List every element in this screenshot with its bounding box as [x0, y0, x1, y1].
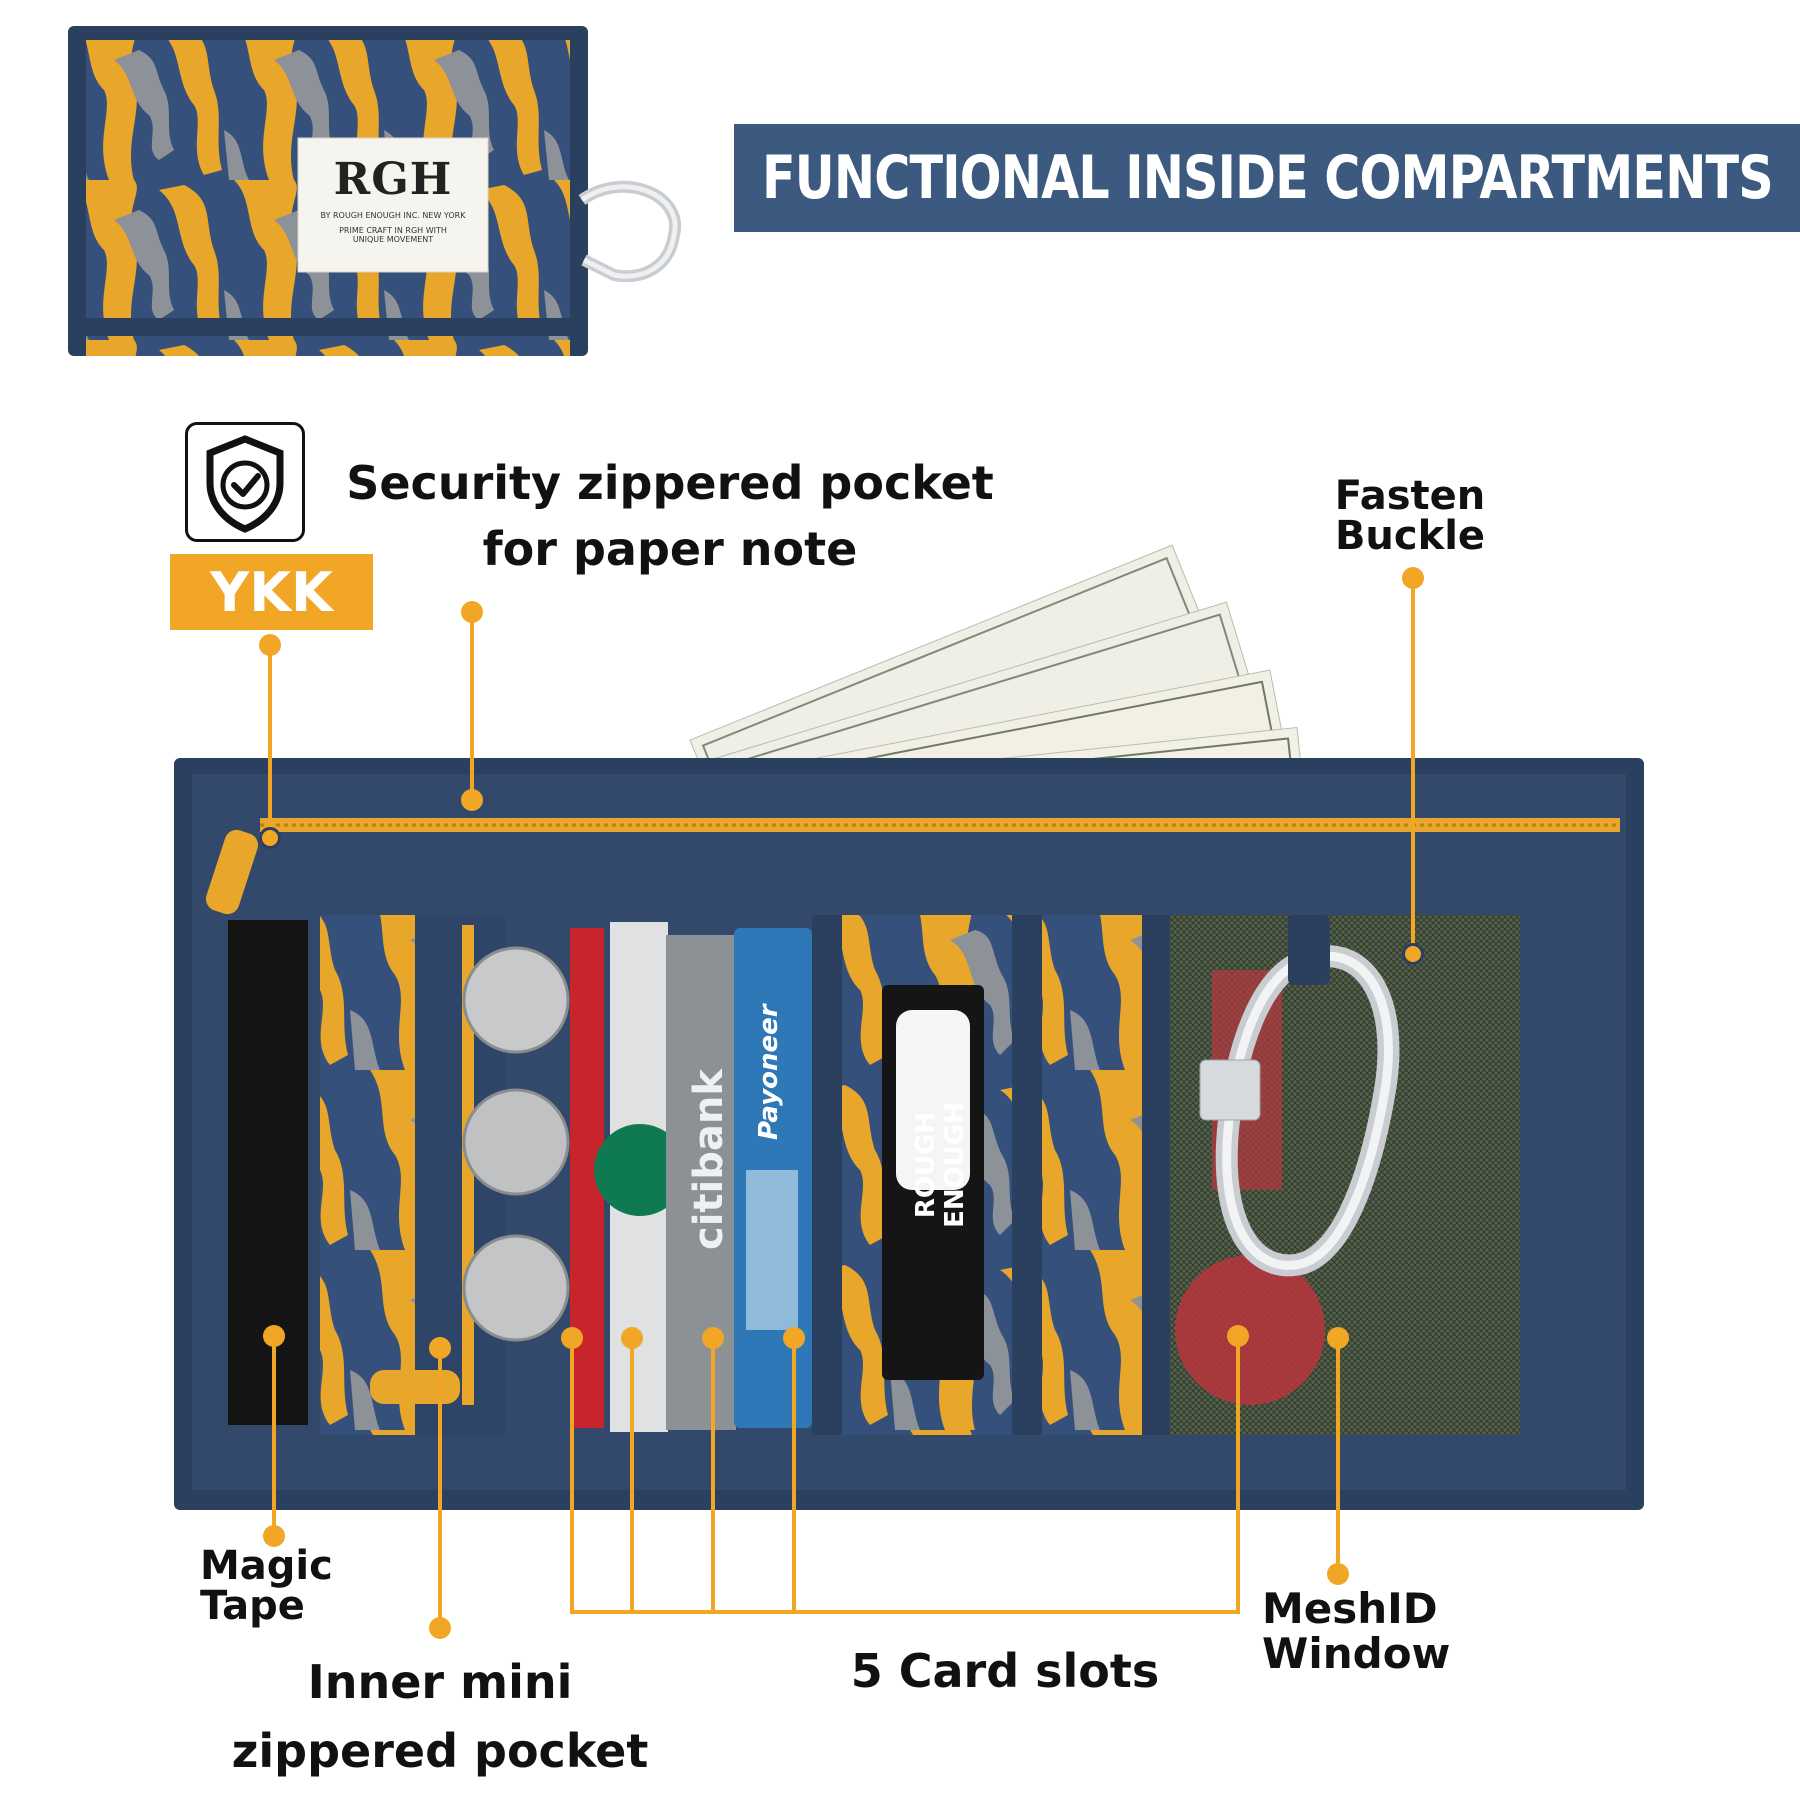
card-brand-citibank: citibank — [686, 1069, 732, 1250]
inner-mini-pocket-label-line2: zippered pocket — [231, 1724, 649, 1778]
card-slot-line-5 — [1236, 1336, 1240, 1614]
card-slot-bracket — [570, 1610, 1240, 1614]
card-slots-label-line1: 5 Card slots — [850, 1644, 1160, 1698]
card-slot-line-2 — [630, 1338, 634, 1614]
patch-text: ROUGH ENOUGH — [911, 1080, 970, 1250]
ykk-zipper-dot — [259, 827, 281, 849]
card-slot-line-3 — [711, 1338, 715, 1614]
buckle-callout-line — [1411, 578, 1415, 954]
inner-mini-pocket-label: Inner mini zippered pocket — [200, 1648, 680, 1786]
security-badge — [185, 422, 305, 542]
security-pocket-label-line2: for paper note — [482, 521, 858, 576]
card-slots-label: 5 Card slots — [820, 1644, 1190, 1698]
fasten-buckle-label-line1: Fasten — [1334, 473, 1486, 519]
mini-pocket-dot-bottom — [429, 1617, 451, 1639]
mesh-window-label: MeshID Window — [1262, 1586, 1482, 1677]
magic-tape-label: Magic Tape — [200, 1546, 370, 1626]
mesh-callout-dot-bottom — [1327, 1563, 1349, 1585]
buckle-callout-dot-bottom — [1402, 943, 1424, 965]
security-callout-line — [470, 612, 474, 800]
security-pocket-label-line1: Security zippered pocket — [346, 456, 994, 510]
card-brand-payoneer: Payoneer — [754, 1004, 784, 1140]
header-banner: FUNCTIONAL INSIDE COMPARTMENTS — [734, 124, 1800, 232]
patch-text-line1: ROUGH — [911, 1111, 941, 1219]
page-title: FUNCTIONAL INSIDE COMPARTMENTS — [761, 143, 1774, 213]
fasten-buckle-label-line2: Buckle — [1334, 513, 1486, 559]
fasten-buckle-label: Fasten Buckle — [1320, 476, 1500, 556]
security-pocket-label: Security zippered pocket for paper note — [320, 456, 1020, 576]
open-wallet-image: ROUGH ENOUGH citibank Payoneer — [170, 530, 1650, 1510]
wallet-label-line1: BY ROUGH ENOUGH INC. NEW YORK — [320, 211, 466, 220]
card-slot-line-1 — [570, 1338, 574, 1614]
magic-tape-label-line1: Magic — [200, 1543, 333, 1589]
wallet-label-brand: RGH — [333, 154, 453, 205]
shield-check-icon — [206, 435, 284, 533]
magic-tape-line — [272, 1336, 276, 1536]
mesh-window-label-line1: MeshID — [1262, 1584, 1438, 1633]
mini-pocket-line — [438, 1348, 442, 1628]
wallet-label-patch: RGH BY ROUGH ENOUGH INC. NEW YORK PRIME … — [302, 140, 484, 244]
magic-tape-label-line2: Tape — [200, 1583, 305, 1629]
patch-text-line2: ENOUGH — [939, 1102, 970, 1228]
magic-tape-dot-bottom — [263, 1525, 285, 1547]
mesh-window-label-line2: Window — [1262, 1629, 1451, 1679]
ykk-callout-line — [268, 645, 272, 835]
ykk-badge: YKK — [170, 554, 373, 630]
wallet-label-line3: UNIQUE MOVEMENT — [352, 235, 434, 244]
security-callout-dot-bottom — [461, 789, 483, 811]
wallet-label-line2: PRIME CRAFT IN RGH WITH — [339, 226, 447, 235]
mesh-callout-line — [1336, 1338, 1340, 1574]
inner-mini-pocket-label-line1: Inner mini — [307, 1655, 573, 1709]
closed-wallet-image: RGH BY ROUGH ENOUGH INC. NEW YORK PRIME … — [64, 20, 690, 360]
card-slot-line-4 — [792, 1338, 796, 1614]
